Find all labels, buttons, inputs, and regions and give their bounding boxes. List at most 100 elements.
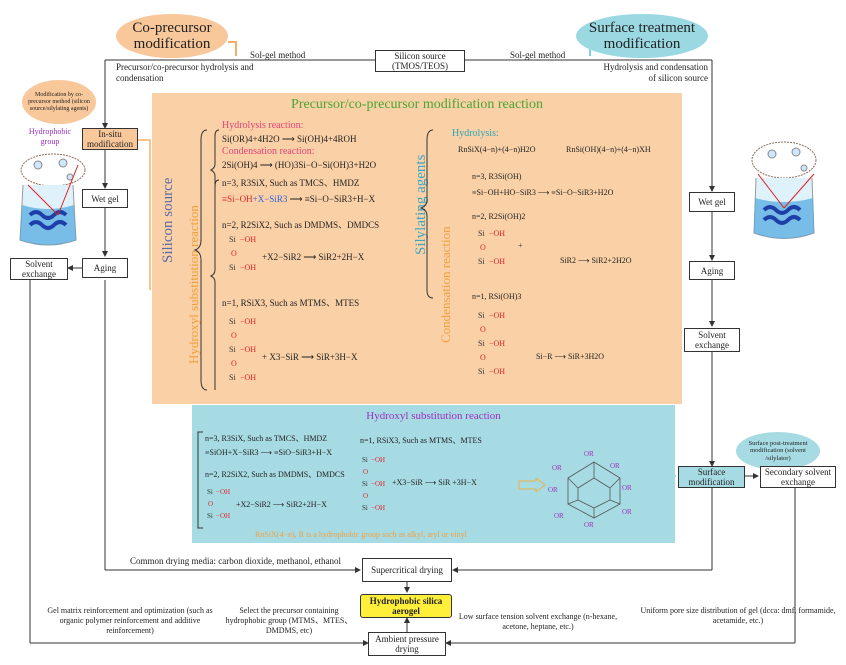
n2-left-structure: Si −OH O Si −OH — [229, 235, 256, 272]
svg-text:−OH: −OH — [216, 512, 230, 520]
svg-text:O: O — [480, 353, 486, 362]
blue-n3-equation: ≡SiOH+X−SiR3 ⟶ ≡SiO−SiR3+H−X — [205, 448, 333, 457]
svg-text:Si: Si — [229, 373, 236, 382]
left-wet-gel-box: Wet gel — [82, 189, 128, 208]
left-hydrolysis-label: Precursor/co-precursor hydrolysis and co… — [116, 62, 254, 83]
select-precursor-label: Select the precursor containing hydropho… — [225, 606, 353, 635]
blue-n2-heading: n=2, R2SiX2, Such as DMDMS、DMDCS — [205, 470, 345, 479]
svg-text:−OH: −OH — [371, 480, 385, 488]
uniform-pore-label: Uniform pore size distribution of gel (d… — [640, 606, 836, 625]
n3-left-equation: ≡Si−OH+X−SiR3 ⟶ ≡Si−O−SiR3+H−X — [222, 194, 376, 204]
svg-text:−OH: −OH — [371, 504, 385, 512]
cage-or-label-3: OR — [622, 484, 632, 492]
hydroxyl-substitution-panel — [192, 405, 675, 543]
left-beaker-illustration — [19, 153, 86, 246]
svg-text:O: O — [480, 325, 486, 334]
svg-text:−OH: −OH — [240, 263, 256, 272]
condensation-vertical-label: Condensation reaction — [438, 226, 453, 344]
svg-text:−OH: −OH — [240, 345, 256, 354]
svg-text:O: O — [363, 492, 368, 500]
svg-text:−OH: −OH — [216, 488, 230, 496]
n3-right-heading: n=3, R3Si(OH) — [472, 172, 522, 181]
n2-left-equation: +X2−SiR2 ⟶ SiR2+2H−X — [262, 252, 365, 262]
secondary-exchange-box: Secondary solvent exchange — [760, 466, 836, 488]
right-hydrolysis-label: Hydrolysis and condensation of silicon s… — [603, 62, 708, 83]
svg-text:Si: Si — [229, 317, 236, 326]
n3-right-equation: ≡Si−OH+HO−SiR3 ⟶ ≡Si−O−SiR3+H2O — [472, 188, 614, 197]
n2-right-heading: n=2, R2Si(OH)2 — [472, 212, 526, 221]
n2-left-heading: n=2, R2SiX2, Such as DMDMS、DMDCS — [222, 220, 380, 230]
n1-left-heading: n=1, RSiX3, Such as MTMS、MTES — [222, 298, 360, 308]
svg-text:−OH: −OH — [371, 456, 385, 464]
cage-or-label-1: OR — [584, 450, 594, 458]
condensation-equation: 2Si(OH)4 ⟶ (HO)3Si−O−Si(OH)3+H2O — [222, 160, 377, 170]
n1-left-equation: + X3−SiR ⟶ SiR+3H−X — [262, 352, 358, 362]
n1-right-equation: Si−R ⟶ SiR+3H2O — [536, 352, 605, 361]
svg-text:+: + — [518, 241, 523, 250]
svg-text:Si: Si — [207, 512, 213, 520]
blue-bracket — [197, 431, 203, 529]
co-precursor-callout: Modification by co-precursor method (sil… — [22, 80, 96, 124]
svg-text:−OH: −OH — [489, 367, 505, 376]
svg-text:Si: Si — [207, 488, 213, 496]
blue-n1-structure: Si−OH O Si−OH O Si−OH — [362, 456, 385, 512]
sol-gel-right-label: Sol-gel method — [510, 50, 566, 60]
svg-text:O: O — [231, 359, 237, 368]
right-aging-box: Aging — [689, 261, 735, 280]
hydrophobic-aerogel-box: Hydrophobic silica aerogel — [360, 594, 452, 618]
sol-gel-left-label: Sol-gel method — [250, 50, 306, 60]
svg-text:Si: Si — [362, 480, 368, 488]
svg-text:−OH: −OH — [489, 311, 505, 320]
blue-n2-structure: Si−OH O Si−OH — [207, 488, 230, 520]
surface-modification-box: Surface modification — [678, 466, 745, 488]
blue-n1-heading: n=1, RSiX3, Such as MTMS、MTES — [360, 436, 482, 445]
svg-text:Si: Si — [478, 257, 485, 266]
svg-text:Si: Si — [478, 339, 485, 348]
right-wet-gel-box: Wet gel — [689, 192, 735, 212]
cage-arrow — [518, 478, 546, 492]
supercritical-drying-box: Supercritical drying — [362, 558, 452, 582]
svg-text:−OH: −OH — [240, 373, 256, 382]
n1-right-structure: Si−OH O Si−OH O Si−OH — [478, 311, 505, 376]
blue-footnote: RnSiX(4−n), R is a hydrophobic group suc… — [255, 530, 467, 539]
co-precursor-title: Co-precursor modification — [116, 14, 228, 58]
surface-treatment-title: Surface treatment modification — [576, 14, 708, 58]
cage-or-label-4: OR — [622, 508, 632, 516]
blue-n2-equation: +X2−SiR2 ⟶ SiR2+2H−X — [236, 500, 327, 509]
svg-text:−OH: −OH — [489, 257, 505, 266]
n2-right-structure: Si −OH O Si −OH + — [478, 229, 523, 266]
cage-or-label-7: OR — [584, 521, 594, 528]
hydrolysis-right-heading: Hydrolysis: — [452, 128, 499, 139]
svg-text:Si: Si — [478, 229, 485, 238]
svg-text:O: O — [480, 243, 486, 252]
n3-left-heading: n=3, R3SiX, Such as TMCS、HMDZ — [222, 178, 360, 188]
hydrolysis-right-eq1: RnSiX(4−n)+(4−n)H2O — [458, 145, 536, 154]
svg-text:Si: Si — [229, 263, 236, 272]
cage-or-label-6: OR — [554, 512, 564, 520]
orange-braces — [193, 129, 434, 391]
blue-panel-title: Hydroxyl substitution reaction — [366, 410, 501, 422]
hydrolysis-right-eq2: RnSi(OH)(4−n)+(4−n)XH — [566, 145, 651, 154]
svg-text:−OH: −OH — [489, 229, 505, 238]
cage-or-label-2: OR — [610, 462, 620, 470]
svg-text:O: O — [363, 468, 368, 476]
right-solvent-exchange-box: Solvent exchange — [684, 328, 740, 352]
precursor-modification-panel — [152, 93, 682, 404]
in-situ-modification-box: In-situ modification — [82, 128, 138, 150]
svg-text:−OH: −OH — [489, 339, 505, 348]
n1-left-structure: Si−OH O Si−OH O Si−OH — [229, 317, 256, 382]
svg-text:Si: Si — [478, 311, 485, 320]
right-beaker-illustration — [751, 141, 817, 239]
svg-text:Si: Si — [229, 345, 236, 354]
cage-or-label-5: OR — [548, 486, 558, 494]
svg-text:Si: Si — [362, 456, 368, 464]
hydrophobic-group-label: Hydrophobic group — [28, 127, 72, 146]
svg-text:O: O — [231, 249, 237, 258]
n2-right-equation: SiR2 ⟶ SiR2+2H2O — [560, 256, 632, 265]
svg-text:O: O — [208, 500, 213, 508]
condensation-reaction-heading: Condensation reaction: — [222, 146, 315, 157]
hydrolysis-reaction-heading: Hydrolysis reaction: — [222, 120, 304, 131]
svg-text:−OH: −OH — [240, 235, 256, 244]
silicon-source-box: Silicon source (TMOS/TEOS) — [375, 50, 465, 72]
svg-text:Si: Si — [229, 235, 236, 244]
